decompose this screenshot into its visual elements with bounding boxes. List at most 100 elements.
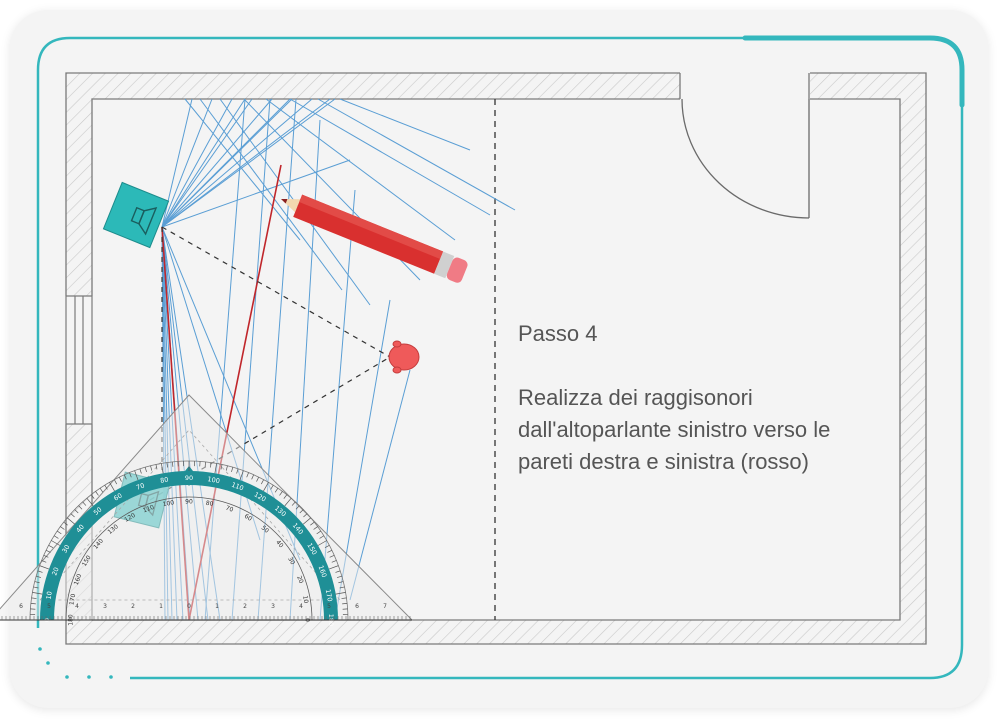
protractor-tick — [317, 540, 327, 546]
sound-ray — [161, 98, 331, 228]
protractor-scale-label: 90 — [185, 474, 193, 482]
sound-ray — [161, 98, 291, 228]
protractor-tick — [295, 505, 300, 510]
protractor-tick — [150, 465, 153, 471]
protractor-scale-label: 10 — [44, 591, 53, 601]
protractor-tick — [45, 549, 51, 553]
speaker-left — [102, 181, 170, 249]
protractor-tick — [303, 513, 308, 518]
protractor-scale-label: 160 — [317, 564, 329, 578]
protractor-scale-label: 60 — [112, 491, 123, 502]
protractor-scale-label: 160 — [73, 573, 84, 586]
protractor-tick — [299, 509, 304, 514]
protractor-tick — [48, 545, 54, 549]
protractor-scale-label: 60 — [243, 513, 253, 523]
protractor-tick — [139, 468, 142, 474]
protractor-tick — [56, 530, 62, 535]
protractor-tick — [324, 545, 330, 549]
protractor-tick — [210, 462, 212, 468]
protractor-tick — [90, 494, 95, 499]
protractor-tick — [336, 575, 342, 578]
protractor-tick — [43, 555, 49, 558]
protractor-tick — [155, 464, 158, 470]
ruler-scale-label: 5 — [47, 603, 51, 610]
protractor-scale-label: 50 — [260, 524, 270, 534]
protractor-tick — [144, 467, 147, 473]
protractor-tick — [172, 461, 174, 467]
window — [65, 296, 93, 424]
protractor-tick — [60, 526, 65, 530]
protractor-scale-label: 30 — [286, 556, 296, 566]
protractor-tick — [291, 501, 296, 506]
door — [681, 98, 810, 219]
protractor-scale-label: 80 — [160, 475, 170, 484]
protractor-tick — [236, 468, 239, 474]
ruler-scale-label: 0 — [187, 603, 191, 610]
protractor-tick — [328, 565, 339, 570]
protractor-scale-label: 70 — [135, 481, 146, 491]
protractor-tick — [129, 472, 132, 478]
protractor-tick — [342, 603, 348, 605]
reflected-ray — [184, 98, 301, 241]
protractor-scale-label: 170 — [324, 589, 334, 603]
sound-ray — [161, 98, 273, 228]
protractor-tick — [339, 586, 345, 589]
ruler-scale-label: 2 — [131, 603, 135, 610]
protractor-tick — [53, 535, 59, 539]
protractor-tick — [327, 549, 333, 553]
protractor-tick — [220, 464, 223, 470]
protractor-tick — [270, 484, 274, 490]
protractor-tick — [63, 521, 68, 526]
sound-ray — [161, 98, 253, 228]
protractor-scale-label: 30 — [60, 543, 71, 554]
protractor-tick — [66, 517, 76, 525]
ruler-scale-label: 3 — [103, 603, 107, 610]
sound-ray — [161, 98, 213, 228]
protractor-tick — [134, 470, 139, 481]
protractor-scale-label: 20 — [295, 575, 304, 585]
protractor-tick — [231, 467, 234, 473]
protractor-scale-label: 100 — [162, 499, 175, 508]
reflected-ray — [265, 98, 456, 241]
protractor-tick — [274, 487, 279, 493]
step-description-line: pareti destra e sinistra (rosso) — [518, 449, 809, 474]
protractor-tick — [51, 540, 61, 546]
protractor-scale-label: 10 — [301, 595, 309, 604]
protractor-scale-label: 110 — [142, 504, 155, 515]
protractor-scale-label: 20 — [50, 566, 60, 577]
reflected-ray — [199, 98, 343, 291]
protractor-tick — [338, 581, 344, 584]
protractor-scale-label: 120 — [123, 512, 137, 524]
protractor-tick — [114, 479, 118, 485]
protractor-tick — [41, 560, 47, 563]
protractor-tick — [74, 509, 79, 514]
ruler-scale-label: 6 — [19, 603, 23, 610]
ruler-scale-label: 7 — [383, 603, 387, 610]
protractor-tick — [31, 597, 37, 599]
protractor-tick — [33, 586, 39, 589]
protractor-tick — [82, 501, 87, 506]
step-description-line: Realizza dei raggisonori — [518, 385, 753, 410]
protractor-tick — [316, 530, 322, 535]
protractor-tick — [109, 482, 115, 492]
sound-ray — [161, 98, 336, 228]
protractor-tick — [260, 479, 264, 485]
reflected-ray — [339, 98, 471, 151]
protractor-scale-label: 80 — [205, 500, 214, 508]
protractor-scale-label: 170 — [68, 593, 77, 606]
protractor-tick — [86, 497, 94, 507]
step-title: Passo 4 — [518, 321, 598, 346]
protractor-tick — [166, 462, 168, 468]
protractor-ticks — [30, 461, 348, 621]
protractor-scale-label: 150 — [81, 554, 93, 568]
ruler-scale-label: 4 — [75, 603, 79, 610]
speaker-icon — [130, 206, 158, 236]
protractor-tick — [214, 463, 217, 474]
protractor-tick — [118, 476, 122, 482]
protractor-tick — [225, 465, 228, 471]
protractor-scale-label: 40 — [274, 539, 284, 549]
protractor-scale-label: 70 — [225, 505, 235, 514]
reflected-ray — [349, 369, 411, 601]
